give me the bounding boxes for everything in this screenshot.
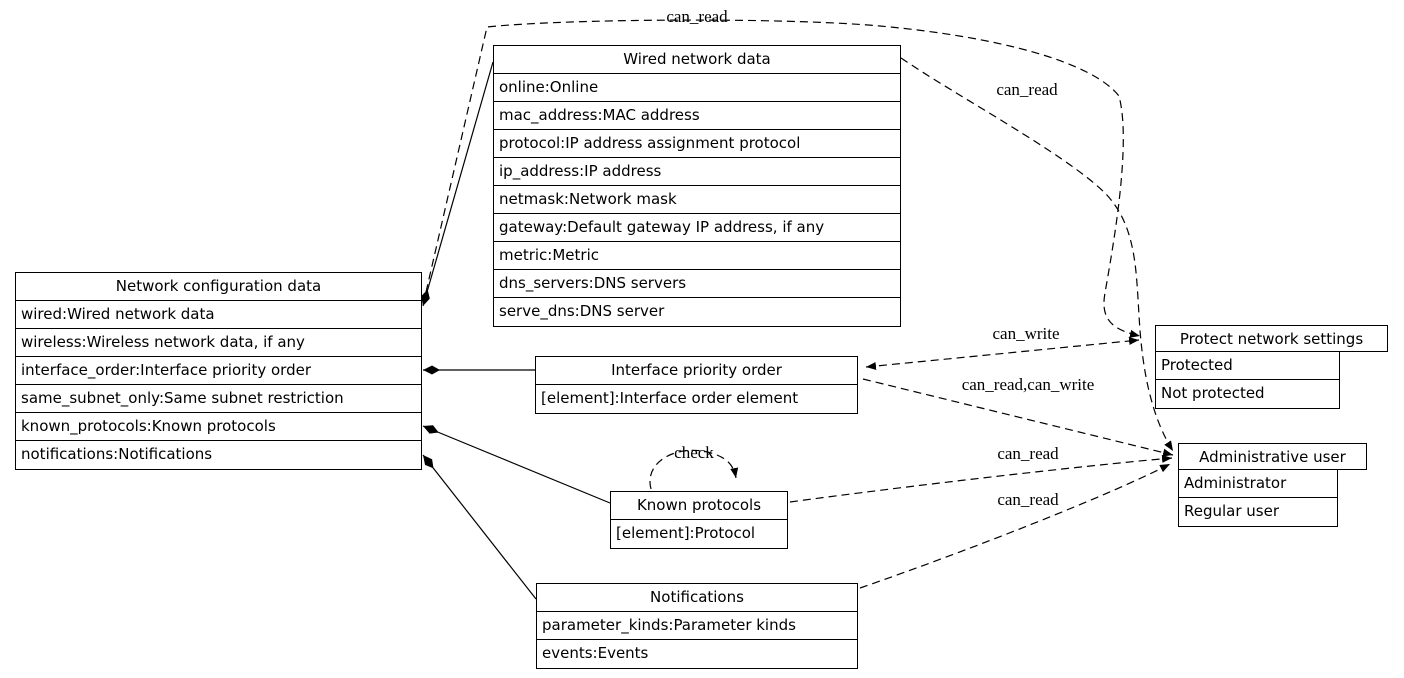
attribute-row: parameter_kinds:Parameter kinds [537,612,857,640]
edge-label-can-read-wired: can_read [996,80,1058,99]
attribute-row: metric:Metric [494,242,900,270]
edge-config-notifications [422,454,537,600]
attribute-row: mac_address:MAC address [494,102,900,130]
value-row: Regular user [1184,502,1280,520]
edge-interface-order-admin-can-read-write [862,378,1174,457]
node-administrative-user: Administrative user [1178,443,1367,470]
node-wired-network-data: Wired network data online:Online mac_add… [493,45,901,327]
edge-label-can-write: can_write [992,324,1059,343]
edge-wired-admin-can-read [900,57,1174,452]
node-title: Protect network settings [1179,330,1364,348]
attribute-row: netmask:Network mask [494,186,900,214]
attribute-row: same_subnet_only:Same subnet restriction [16,385,421,413]
edge-label-can-read-known-protocols: can_read [997,444,1059,463]
node-protect-network-settings: Protect network settings [1155,325,1388,352]
attribute-row: wireless:Wireless network data, if any [16,329,421,357]
edge-config-wired [421,61,494,307]
node-network-configuration-data: Network configuration data wired:Wired n… [15,272,422,470]
edge-label-check: check [674,443,714,462]
edge-notifications-admin-can-read [859,463,1171,589]
node-protect-network-settings-values: Protected Not protected [1155,352,1340,409]
edge-interface-order-protect-can-write [865,337,1140,370]
edge-known-protocols-admin-can-read [789,454,1173,503]
attribute-row: notifications:Notifications [21,445,213,463]
node-title: Network configuration data [16,273,421,301]
attribute-row: ip_address:IP address [494,158,900,186]
attribute-row: events:Events [542,644,649,662]
attribute-row: interface_order:Interface priority order [16,357,421,385]
value-row: Protected [1156,352,1339,380]
attribute-row: dns_servers:DNS servers [494,270,900,298]
node-title: Interface priority order [536,357,857,385]
node-title: Wired network data [494,46,900,74]
attribute-row: known_protocols:Known protocols [16,413,421,441]
value-row: Not protected [1161,384,1265,402]
attribute-row: online:Online [494,74,900,102]
node-known-protocols: Known protocols [element]:Protocol [610,491,788,549]
value-row: Administrator [1179,470,1337,498]
attribute-row: serve_dns:DNS server [499,302,665,320]
attribute-row: [element]:Interface order element [541,389,799,407]
node-title: Notifications [537,584,857,612]
node-administrative-user-values: Administrator Regular user [1178,470,1338,527]
edge-known-protocols-self-check [649,449,739,490]
edge-label-can-read-can-write: can_read,can_write [962,375,1095,394]
edge-label-can-read-notifications: can_read [997,490,1059,509]
attribute-row: gateway:Default gateway IP address, if a… [494,214,900,242]
node-notifications: Notifications parameter_kinds:Parameter … [536,583,858,669]
node-title: Administrative user [1199,448,1346,466]
node-title: Known protocols [611,492,787,520]
node-interface-priority-order: Interface priority order [element]:Inter… [535,356,858,414]
attribute-row: protocol:IP address assignment protocol [494,130,900,158]
edge-label-can-read-top: can_read [666,7,728,26]
edge-config-known-protocols [422,425,611,504]
attribute-row: [element]:Protocol [616,524,756,542]
attribute-row: wired:Wired network data [16,301,421,329]
